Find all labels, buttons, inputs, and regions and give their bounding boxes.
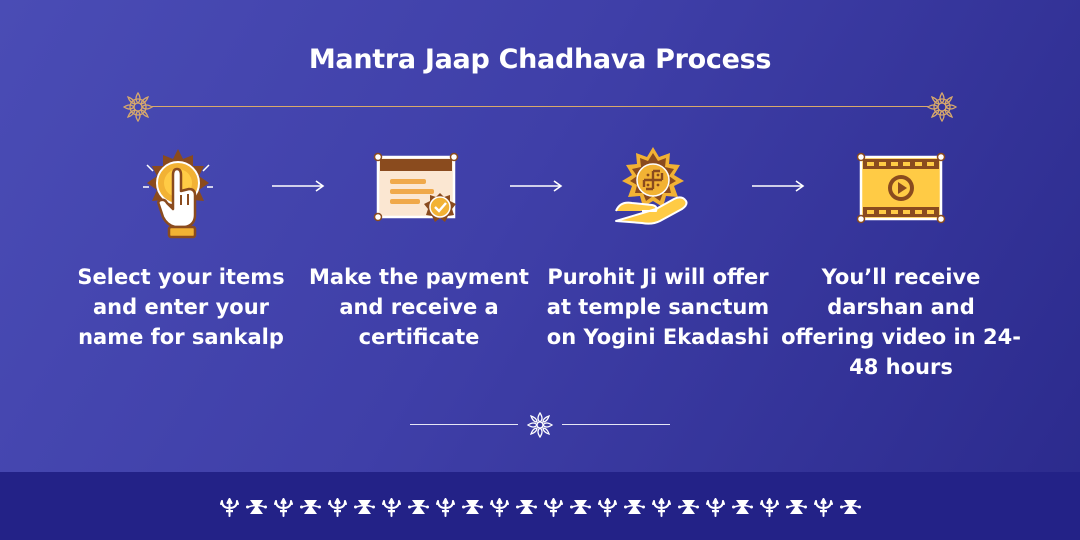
divider-line	[562, 424, 670, 425]
damru-icon	[516, 500, 537, 514]
trishul-icon	[382, 498, 401, 517]
step-3-text: Purohit Ji will offer at temple sanctum …	[546, 265, 770, 349]
damru-icon	[570, 500, 591, 514]
trishul-icon	[274, 498, 293, 517]
damru-icon	[408, 500, 429, 514]
bottom-divider	[410, 411, 670, 439]
trishul-icon	[598, 498, 617, 517]
trishul-icon	[490, 498, 509, 517]
trishul-icon	[220, 498, 239, 517]
trishul-icon	[436, 498, 455, 517]
damru-icon	[300, 500, 321, 514]
footer-pattern	[218, 496, 862, 518]
step-2-text: Make the payment and receive a certifica…	[309, 265, 529, 349]
footer-band	[0, 472, 1080, 540]
hand-pointer-icon	[143, 149, 213, 239]
swastik-offering-icon	[615, 147, 688, 225]
damru-icon	[732, 500, 753, 514]
page-title: Mantra Jaap Chadhava Process	[308, 44, 772, 75]
step-4-text: You’ll receive darshan and offering vide…	[781, 265, 1021, 379]
damru-icon	[462, 500, 483, 514]
trishul-icon	[706, 498, 725, 517]
trishul-icon	[544, 498, 563, 517]
damru-icon	[624, 500, 645, 514]
top-divider	[122, 91, 958, 123]
divider-line	[152, 106, 928, 107]
arrow-right-icon	[752, 180, 805, 192]
divider-line	[410, 424, 518, 425]
arrow-right-icon	[510, 180, 563, 192]
step-1-text: Select your items and enter your name fo…	[77, 265, 285, 349]
trishul-icon	[760, 498, 779, 517]
arrow-right-icon	[272, 180, 325, 192]
damru-icon	[678, 500, 699, 514]
certificate-icon	[373, 152, 459, 222]
trishul-icon	[652, 498, 671, 517]
trishul-icon	[328, 498, 347, 517]
mandala-icon	[122, 91, 154, 123]
video-film-icon	[857, 152, 946, 224]
damru-icon	[354, 500, 375, 514]
mandala-icon	[926, 91, 958, 123]
damru-icon	[246, 500, 267, 514]
trishul-icon	[814, 498, 833, 517]
damru-icon	[786, 500, 807, 514]
flower-icon	[526, 411, 554, 439]
damru-icon	[840, 500, 861, 514]
